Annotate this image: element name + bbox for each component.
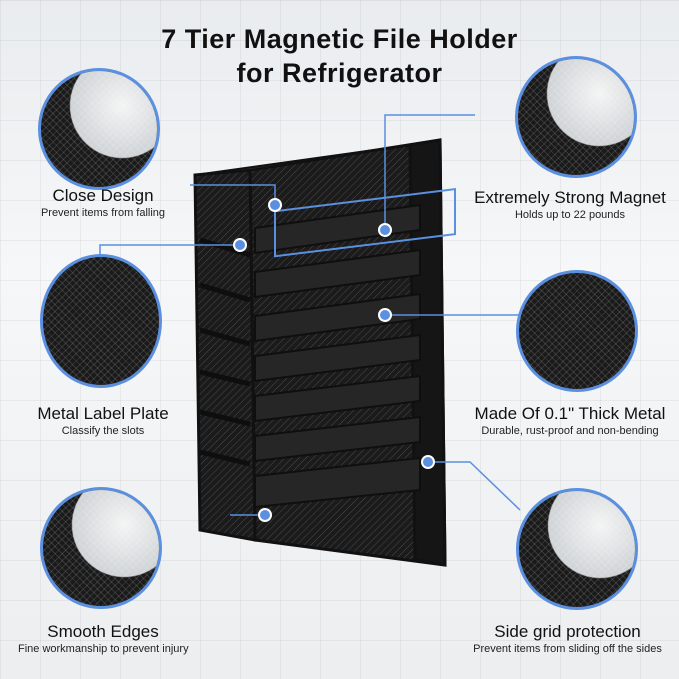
detail-circle-label-plate [40, 254, 162, 388]
top-frame [194, 139, 441, 176]
feature-subtext: Fine workmanship to prevent injury [18, 643, 189, 655]
detail-circle-smooth-edges [40, 487, 162, 609]
feature-magnet: Extremely Strong Magnet Holds up to 22 p… [470, 188, 670, 223]
detail-circle-side-grid [516, 488, 638, 610]
title-line-1: 7 Tier Magnetic File Holder [161, 24, 518, 54]
feature-heading: Smooth Edges [47, 622, 159, 641]
left-side-panel [193, 168, 257, 542]
detail-circle-close-design [38, 68, 160, 190]
feature-heading: Extremely Strong Magnet [474, 188, 666, 207]
feature-heading: Close Design [52, 186, 154, 205]
tier-5 [254, 374, 421, 423]
feature-label-plate: Metal Label Plate Classify the slots [18, 404, 188, 439]
detail-circle-thick-metal [516, 270, 638, 392]
magnet-highlight [274, 188, 456, 258]
left-slot-edges [199, 237, 251, 467]
feature-subtext: Prevent items from falling [40, 207, 166, 219]
tier-2 [254, 248, 421, 299]
feature-subtext: Classify the slots [61, 425, 145, 437]
tier-4 [254, 333, 421, 383]
feature-smooth-edges: Smooth Edges Fine workmanship to prevent… [18, 622, 189, 657]
tier-6 [254, 415, 421, 463]
tier-3 [254, 292, 421, 343]
tier-1 [254, 203, 421, 255]
tier-7 [254, 456, 421, 509]
feature-subtext: Holds up to 22 pounds [514, 209, 626, 221]
feature-heading: Metal Label Plate [37, 404, 169, 423]
callout-dots [233, 198, 435, 522]
page-title: 7 Tier Magnetic File Holder for Refriger… [0, 22, 679, 90]
feature-thick-metal: Made Of 0.1" Thick Metal Durable, rust-p… [470, 404, 670, 439]
feature-close-design: Close Design Prevent items from falling [18, 186, 188, 221]
feature-heading: Made Of 0.1" Thick Metal [474, 404, 666, 423]
title-line-2: for Refrigerator [236, 58, 443, 88]
detail-circle-magnet [515, 56, 637, 178]
tiers [254, 203, 421, 509]
feature-heading: Side grid protection [494, 622, 641, 641]
feature-side-grid: Side grid protection Prevent items from … [465, 622, 670, 657]
feature-subtext: Prevent items from sliding off the sides [473, 643, 662, 655]
feature-subtext: Durable, rust-proof and non-bending [481, 425, 659, 437]
